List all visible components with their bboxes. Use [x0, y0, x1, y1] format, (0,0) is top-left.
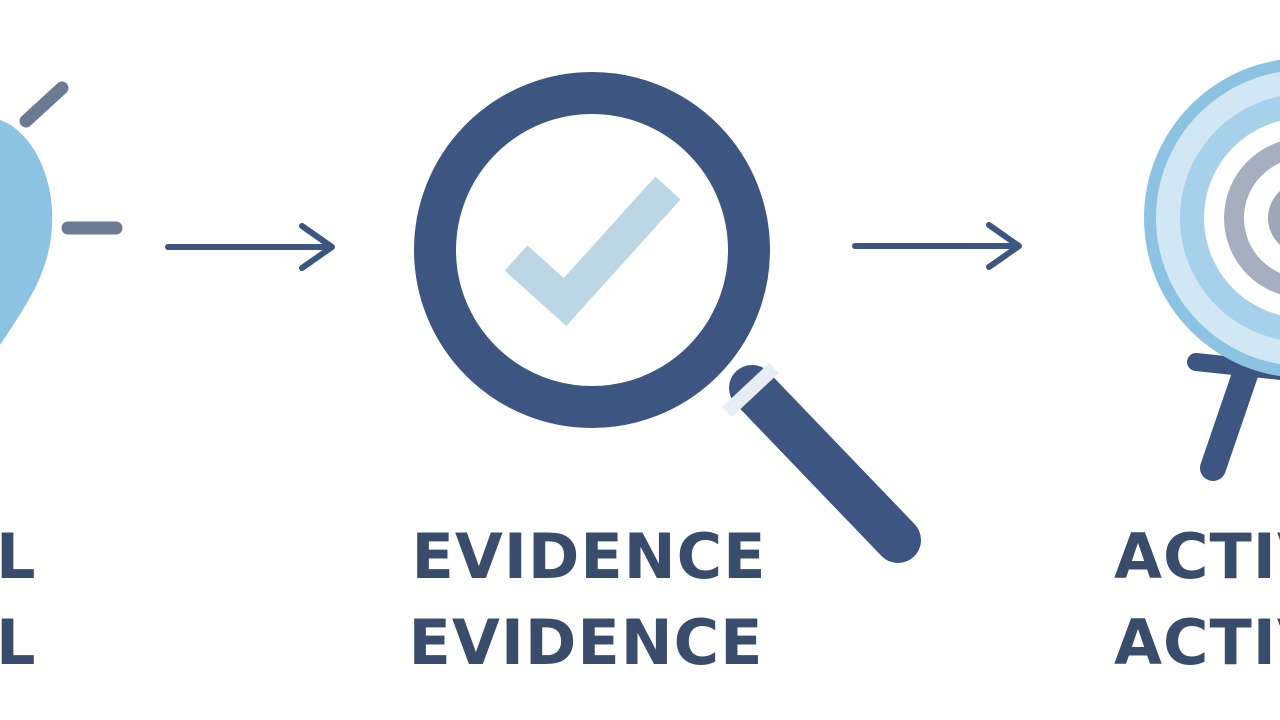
check-icon	[504, 176, 681, 326]
stage-1-label-line-2: L	[0, 606, 37, 679]
stage-2-label-line-2: EVIDENCE	[409, 606, 764, 679]
stage-3-label-line-1: ACTIV	[1114, 520, 1280, 593]
target-stand-leg	[1200, 347, 1263, 481]
flow-arrow-1	[165, 223, 335, 271]
stage-3-label-line-2: ACTIV	[1114, 606, 1280, 679]
stage-2-label-line-1: EVIDENCE	[412, 520, 767, 593]
target-icon	[1144, 59, 1280, 481]
flow-arrow-2	[852, 222, 1022, 270]
magnifier-check-icon	[414, 72, 921, 563]
lightbulb-icon	[0, 81, 123, 345]
magnifier-collar	[722, 362, 779, 418]
magnifier-handle	[729, 365, 921, 563]
light-ray-upper	[19, 81, 69, 128]
stage-1-label-line-1: L	[0, 520, 37, 593]
bulb-glass	[0, 120, 53, 345]
